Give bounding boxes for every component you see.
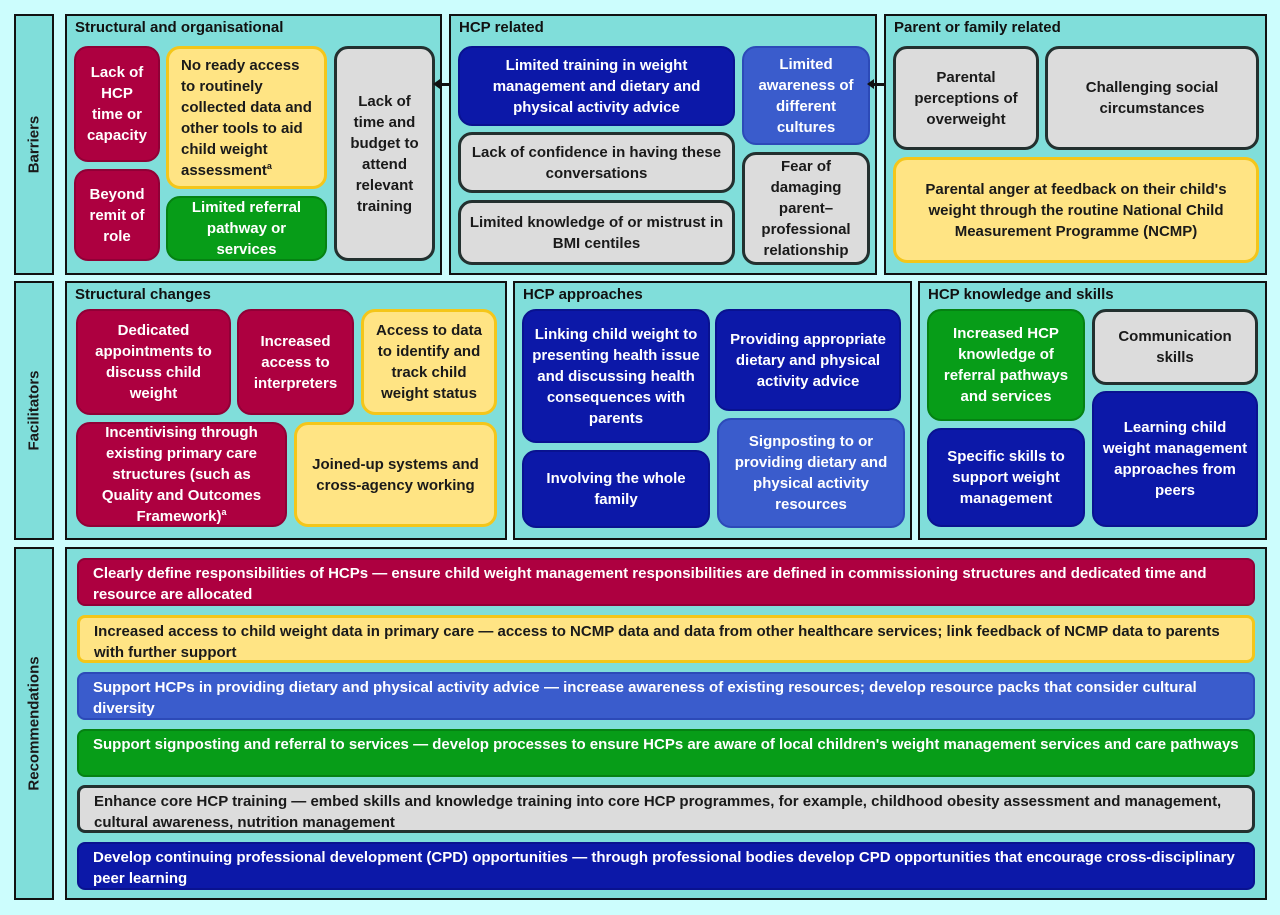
facilitator-dedicated-appointments: Dedicated appointments to discuss child … — [76, 309, 231, 415]
box-text: Joined-up systems and cross-agency worki… — [312, 455, 479, 494]
box-text: Limited referral pathway or services — [191, 199, 302, 258]
box-text: Involving the whole family — [546, 470, 686, 508]
facilitator-appropriate-advice: Providing appropriate dietary and physic… — [715, 309, 901, 411]
facilitator-specific-skills: Specific skills to support weight manage… — [927, 428, 1085, 527]
barriers-hcp-panel: HCP related Limited training in weight m… — [449, 14, 877, 275]
facilitator-joined-up-systems: Joined-up systems and cross-agency worki… — [294, 422, 497, 527]
panel-title: Structural changes — [75, 286, 211, 303]
box-text: Access to data to identify and track chi… — [376, 322, 482, 402]
recommendations-panel: Clearly define responsibilities of HCPs … — [65, 547, 1267, 900]
facilitators-knowledge-panel: HCP knowledge and skills Increased HCP k… — [918, 281, 1267, 540]
row-label-text: Facilitators — [25, 370, 43, 451]
box-text: Lack of confidence in having these conve… — [471, 143, 722, 182]
box-text: Signposting to or providing dietary and … — [734, 433, 888, 513]
box-text: Specific skills to support weight manage… — [947, 448, 1065, 507]
facilitators-approaches-panel: HCP approaches Linking child weight to p… — [513, 281, 912, 540]
recommendation-text: Increased access to child weight data in… — [94, 623, 1220, 661]
box-text: Limited knowledge of or mistrust in BMI … — [469, 213, 724, 252]
barrier-lack-confidence: Lack of confidence in having these conve… — [458, 132, 735, 193]
box-text: Incentivising through existing primary c… — [101, 424, 262, 525]
row-label-facilitators: Facilitators — [14, 281, 54, 540]
recommendation-text: Develop continuing professional developm… — [93, 849, 1235, 887]
box-text: Fear of damaging parent–professional rel… — [761, 158, 851, 259]
box-text: Learning child weight management approac… — [1102, 419, 1248, 499]
facilitator-interpreters: Increased access to interpreters — [237, 309, 354, 415]
box-text: Limited awareness of different cultures — [758, 55, 854, 136]
recommendation-item: Enhance core HCP training — embed skills… — [77, 785, 1255, 833]
row-label-recommendations: Recommendations — [14, 547, 54, 900]
box-text: Communication skills — [1118, 328, 1232, 366]
box-text: No ready access to routinely collected d… — [181, 56, 312, 179]
recommendation-text: Enhance core HCP training — embed skills… — [94, 793, 1222, 831]
facilitator-communication-skills: Communication skills — [1092, 309, 1258, 385]
box-text: Parental anger at feedback on their chil… — [925, 180, 1227, 240]
barrier-lack-time-budget: Lack of time and budget to attend releva… — [334, 46, 435, 261]
footnote-mark: a — [221, 507, 227, 517]
footnote-mark: a — [266, 160, 272, 171]
box-text: Beyond remit of role — [89, 185, 145, 245]
barrier-parental-perceptions: Parental perceptions of overweight — [893, 46, 1039, 150]
row-label-text: Barriers — [25, 115, 43, 174]
box-text: Parental perceptions of overweight — [914, 68, 1018, 128]
barrier-lack-hcp-time: Lack of HCP time or capacity — [74, 46, 160, 162]
barrier-bmi-centiles: Limited knowledge of or mistrust in BMI … — [458, 200, 735, 265]
panel-title: HCP knowledge and skills — [928, 286, 1114, 303]
box-text: Lack of time and budget to attend releva… — [350, 92, 419, 215]
barrier-beyond-remit: Beyond remit of role — [74, 169, 160, 261]
barrier-social-circumstances: Challenging social circumstances — [1045, 46, 1259, 150]
panel-title: HCP related — [459, 19, 544, 36]
facilitators-structural-panel: Structural changes Dedicated appointment… — [65, 281, 507, 540]
barrier-parental-anger: Parental anger at feedback on their chil… — [893, 157, 1259, 263]
facilitator-whole-family: Involving the whole family — [522, 450, 710, 528]
facilitator-incentivising: Incentivising through existing primary c… — [76, 422, 287, 527]
box-text: Lack of HCP time or capacity — [86, 64, 148, 144]
barrier-no-data-access: No ready access to routinely collected d… — [166, 46, 327, 189]
recommendation-item: Support signposting and referral to serv… — [77, 729, 1255, 777]
panel-title: HCP approaches — [523, 286, 643, 303]
recommendation-item: Support HCPs in providing dietary and ph… — [77, 672, 1255, 720]
box-text: Providing appropriate dietary and physic… — [730, 330, 886, 390]
facilitator-referral-knowledge: Increased HCP knowledge of referral path… — [927, 309, 1085, 421]
recommendation-text: Support HCPs in providing dietary and ph… — [93, 679, 1197, 717]
facilitator-linking-weight: Linking child weight to presenting healt… — [522, 309, 710, 443]
recommendation-item: Clearly define responsibilities of HCPs … — [77, 558, 1255, 606]
recommendation-text: Clearly define responsibilities of HCPs … — [93, 565, 1207, 603]
barriers-structural-panel: Structural and organisational Lack of HC… — [65, 14, 442, 275]
box-text: Linking child weight to presenting healt… — [532, 325, 700, 427]
box-text: Increased access to interpreters — [253, 332, 338, 392]
facilitator-signposting-resources: Signposting to or providing dietary and … — [717, 418, 905, 528]
recommendation-item: Develop continuing professional developm… — [77, 842, 1255, 890]
recommendation-item: Increased access to child weight data in… — [77, 615, 1255, 663]
box-text: Increased HCP knowledge of referral path… — [943, 325, 1069, 405]
barrier-cultural-awareness: Limited awareness of different cultures — [742, 46, 870, 145]
box-text: Limited training in weight management an… — [492, 56, 701, 116]
barrier-limited-training: Limited training in weight management an… — [458, 46, 735, 126]
recommendation-text: Support signposting and referral to serv… — [93, 736, 1239, 753]
facilitator-access-data: Access to data to identify and track chi… — [361, 309, 497, 415]
barrier-limited-referral: Limited referral pathway or services — [166, 196, 327, 261]
facilitator-learning-from-peers: Learning child weight management approac… — [1092, 391, 1258, 527]
barriers-parent-panel: Parent or family related Parental percep… — [884, 14, 1267, 275]
row-label-text: Recommendations — [25, 656, 43, 791]
barrier-fear-relationship: Fear of damaging parent–professional rel… — [742, 152, 870, 265]
row-label-barriers: Barriers — [14, 14, 54, 275]
panel-title: Parent or family related — [894, 19, 1061, 36]
box-text: Dedicated appointments to discuss child … — [95, 322, 212, 402]
panel-title: Structural and organisational — [75, 19, 284, 36]
box-text: Challenging social circumstances — [1085, 79, 1219, 117]
